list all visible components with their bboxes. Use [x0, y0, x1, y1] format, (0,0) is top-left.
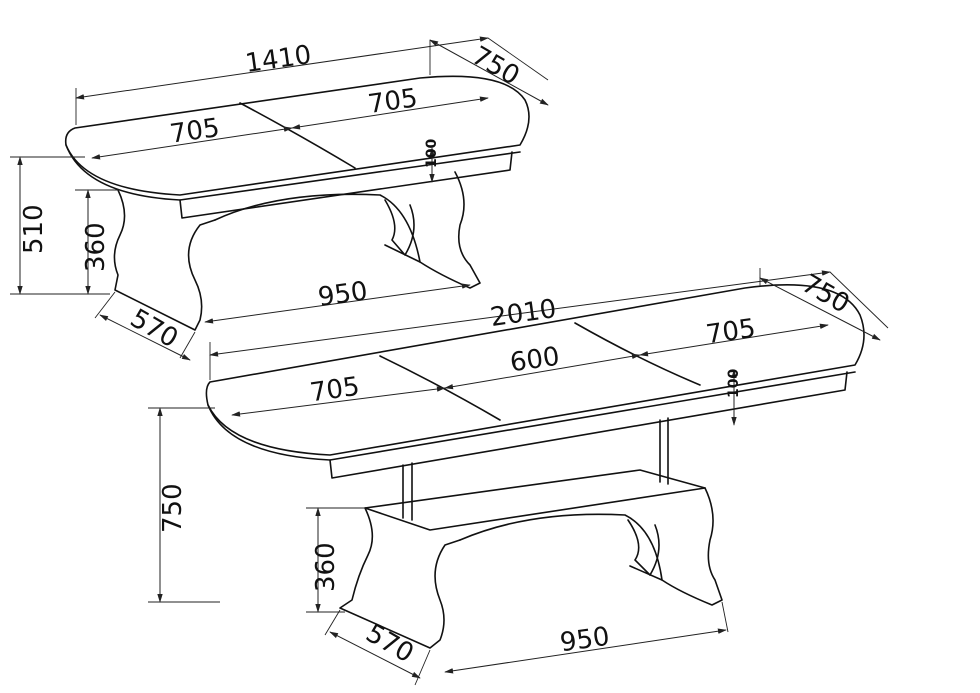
dim-bottom-leaf-right: 705: [704, 314, 757, 351]
dim-top-base-length: 950: [316, 276, 369, 313]
dim-bottom-leaf-middle: 600: [508, 342, 561, 379]
dim-top-base-height: 360: [81, 222, 111, 272]
compact-base-arch: [214, 193, 421, 263]
dim-bottom-base-length: 950: [558, 622, 611, 659]
extended-leaf-joint-2: [574, 322, 701, 386]
extended-lift-post-right: [659, 417, 669, 485]
extended-lift-shelf: [364, 469, 706, 531]
extended-lift-post-left: [402, 462, 413, 521]
dim-top-height: 510: [19, 204, 49, 254]
extended-leaf-joint-1: [379, 355, 501, 421]
compact-base-arch-inner: [384, 199, 415, 256]
dim-top-depth: 750: [466, 41, 524, 92]
extended-tabletop-edge: [207, 371, 856, 461]
extended-table-drawing: 2010 750 705 600 705 100 750 360 570: [148, 268, 889, 686]
extended-base-left: [339, 507, 461, 649]
extended-base-arch: [459, 513, 663, 581]
dim-top-base-depth: 570: [125, 303, 183, 354]
dim-top-leaf-right: 705: [366, 83, 419, 120]
dim-bottom-height: 750: [158, 483, 188, 533]
compact-base-left: [113, 189, 216, 331]
dim-top-leaf-left: 705: [168, 113, 221, 150]
extended-apron: [329, 371, 848, 479]
dim-bottom-base-depth: 570: [361, 618, 419, 669]
compact-base-right: [384, 171, 481, 289]
extended-base-right: [629, 487, 723, 606]
dim-top-thickness: 100: [424, 139, 440, 168]
compact-tabletop-edge: [65, 144, 521, 201]
extended-base-arch-inner: [627, 519, 660, 576]
dim-bottom-base-height: 360: [311, 542, 341, 592]
compact-leaf-joint: [239, 102, 356, 169]
dim-bottom-thickness: 100: [726, 369, 742, 398]
dim-bottom-leaf-left: 705: [308, 372, 361, 409]
dim-top-length: 1410: [243, 40, 313, 79]
compact-table-drawing: 1410 750 705 705 100 510 360 950 570: [10, 36, 549, 361]
dim-bottom-length: 2010: [488, 294, 558, 333]
